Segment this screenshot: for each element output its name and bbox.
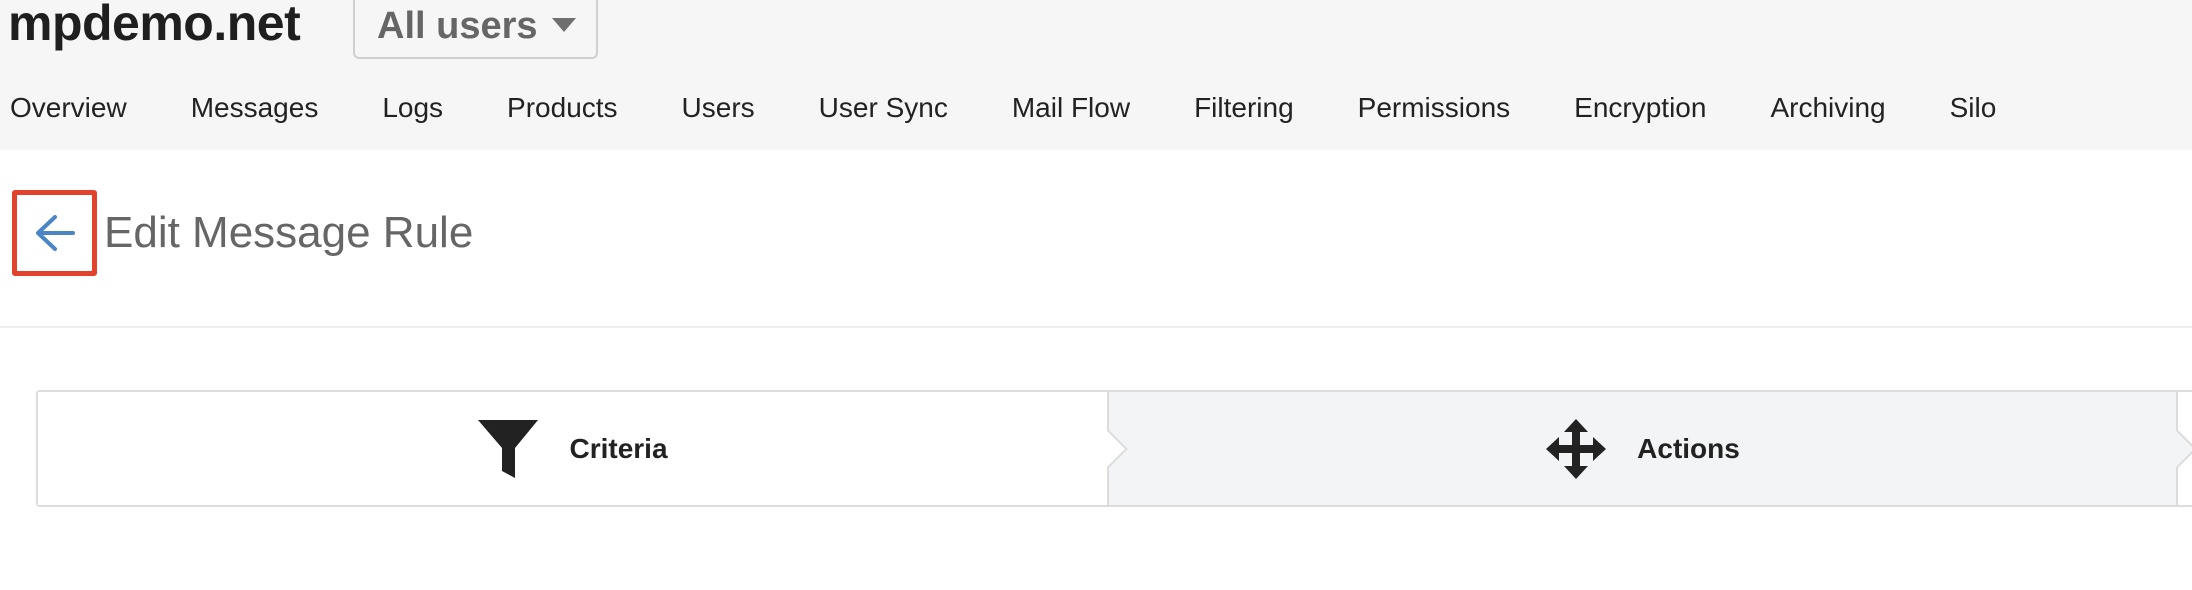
back-button[interactable] <box>12 190 97 276</box>
step-criteria-label: Criteria <box>569 432 668 464</box>
nav-item-silo[interactable]: Silo <box>1949 92 1997 123</box>
top-bar: mpdemo.net All users Overview Messages L… <box>0 0 2192 150</box>
nav-item-mail-flow[interactable]: Mail Flow <box>1011 92 1131 123</box>
step-actions[interactable]: Actions <box>1107 392 2192 505</box>
main-nav: Overview Messages Logs Products Users Us… <box>0 84 2050 132</box>
step-actions-label: Actions <box>1637 432 1740 464</box>
brand-name[interactable]: mpdemo.net <box>8 0 301 51</box>
nav-item-permissions[interactable]: Permissions <box>1357 92 1511 123</box>
page-header: Edit Message Rule <box>0 150 2192 328</box>
nav-item-products[interactable]: Products <box>507 92 618 123</box>
step-criteria[interactable]: Criteria <box>38 392 1128 505</box>
nav-item-user-sync[interactable]: User Sync <box>818 92 948 123</box>
funnel-icon <box>477 418 539 480</box>
nav-item-encryption[interactable]: Encryption <box>1574 92 1707 123</box>
step-wizard: Criteria Actions <box>36 390 2192 507</box>
nav-item-filtering[interactable]: Filtering <box>1194 92 1294 123</box>
user-filter-selected: All users <box>377 5 538 47</box>
nav-item-overview[interactable]: Overview <box>10 92 127 123</box>
user-filter-dropdown[interactable]: All users <box>353 0 598 59</box>
nav-item-archiving[interactable]: Archiving <box>1770 92 1886 123</box>
arrow-left-icon <box>35 215 75 251</box>
nav-item-messages[interactable]: Messages <box>190 92 319 123</box>
nav-item-users[interactable]: Users <box>681 92 755 123</box>
nav-item-logs[interactable]: Logs <box>382 92 444 123</box>
page-title: Edit Message Rule <box>104 208 474 257</box>
move-arrows-icon <box>1545 418 1607 480</box>
caret-down-icon <box>552 18 576 32</box>
